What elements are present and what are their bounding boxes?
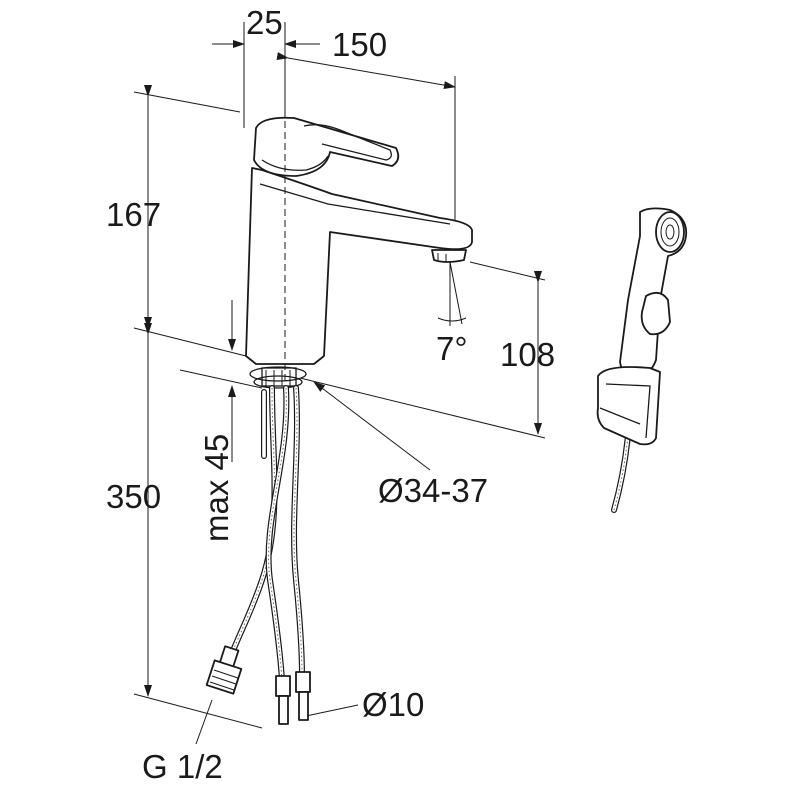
label-spout-reach: 150 — [332, 26, 387, 63]
label-height-spout-base: 167 — [106, 196, 161, 233]
label-thread: G 1/2 — [142, 748, 223, 785]
label-hose-length: 350 — [106, 478, 161, 515]
label-offset-top: 25 — [246, 4, 283, 41]
label-max-deck-thickness: max 45 — [198, 434, 235, 542]
faucet — [245, 110, 473, 385]
dimension-labels: 25 150 167 108 7° max 45 350 Ø34-37 Ø10 … — [106, 4, 555, 785]
label-spout-height: 108 — [500, 336, 555, 373]
label-hole-diameter: Ø34-37 — [378, 472, 488, 509]
threaded-connector — [205, 645, 243, 695]
label-pipe-diameter: Ø10 — [362, 686, 424, 723]
mounting-assembly — [249, 366, 307, 389]
label-spout-angle: 7° — [436, 330, 468, 367]
hand-shower — [596, 207, 688, 513]
dimension-lines — [133, 22, 546, 745]
pipe-ends — [275, 671, 311, 725]
hoses — [205, 385, 311, 725]
